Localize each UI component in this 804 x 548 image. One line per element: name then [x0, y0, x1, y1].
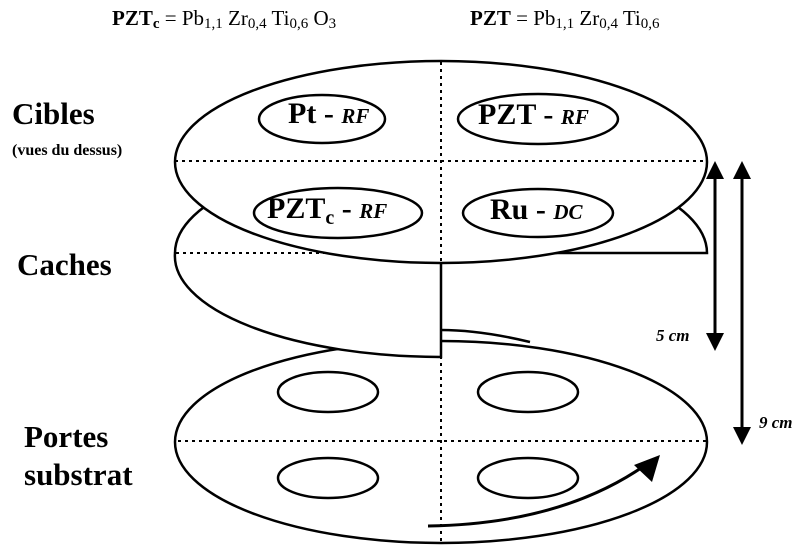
target-pzt-mode: RF — [560, 105, 589, 129]
formula-pzt-n1: 1,1 — [555, 16, 575, 32]
dimension-label-5cm: 5 cm — [656, 326, 690, 345]
rotation-arrowhead — [634, 455, 660, 482]
label-substrat: substrat — [24, 457, 133, 492]
label-caches: Caches — [17, 247, 112, 282]
formula-pzt-el2: Zr — [579, 6, 600, 30]
substrate-slot-bl — [276, 456, 380, 500]
target-pzt-name: PZT — [478, 98, 536, 131]
target-pt-sep: - — [316, 97, 342, 130]
formula-pzt-n3: 0,6 — [640, 16, 660, 32]
target-label-pztc: PZTc - RF — [267, 192, 387, 230]
formula-pztc: PZTc = Pb1,1 Zr0,4 Ti0,6 O3 — [112, 6, 337, 32]
target-pztc-name-sub: c — [325, 207, 335, 229]
target-label-pt: Pt - RF — [288, 97, 369, 131]
label-portes: Portes — [24, 419, 109, 454]
formula-pztc-n1: 1,1 — [204, 16, 223, 32]
target-ellipse-pzt — [456, 92, 620, 146]
formula-pztc-n4: 3 — [328, 16, 337, 32]
target-label-ru: Ru - DC — [490, 193, 583, 227]
target-pztc-sep: - — [334, 192, 360, 225]
formula-pzt-symbol: PZT — [470, 6, 511, 30]
substrate-slot-tl — [276, 370, 380, 414]
formula-pztc-symbol: PZT — [112, 6, 153, 30]
label-cibles-sub: (vues du dessus) — [12, 142, 123, 159]
target-pztc-mode: RF — [359, 199, 388, 223]
formula-pztc-n2: 0,4 — [247, 16, 267, 32]
formula-pzt-n2: 0,4 — [599, 16, 618, 32]
target-ru-sep: - — [528, 193, 554, 226]
formula-pztc-symbol-sub: c — [152, 16, 160, 32]
formula-pzt: PZT = Pb1,1 Zr0,4 Ti0,6 — [470, 6, 660, 32]
target-ru-mode: DC — [553, 200, 583, 224]
formula-pztc-el3: Ti — [271, 6, 290, 30]
formula-pztc-el4: O — [313, 6, 329, 30]
formula-pzt-el3: Ti — [622, 6, 641, 30]
target-ru-name: Ru — [490, 193, 529, 226]
rotation-arrow — [427, 464, 645, 528]
target-pt-name: Pt — [288, 97, 317, 130]
target-pt-mode: RF — [341, 104, 370, 128]
substrate-slot-tr — [476, 370, 580, 414]
target-ellipse-pztc — [252, 186, 424, 240]
target-label-pzt: PZT - RF — [478, 98, 589, 132]
formula-pztc-n3: 0,6 — [289, 16, 309, 32]
target-pztc-name: PZT — [267, 192, 326, 225]
target-ellipse-ru — [461, 187, 615, 239]
dimension-label-9cm: 9 cm — [759, 413, 793, 432]
formula-pztc-el2: Zr — [228, 6, 248, 30]
target-pzt-sep: - — [535, 98, 561, 131]
formula-pztc-el1: Pb — [181, 6, 205, 30]
target-ellipse-pt — [257, 93, 387, 145]
formula-pzt-el1: Pb — [533, 6, 556, 30]
shutter-cut-edge — [440, 328, 531, 344]
substrate-slot-br — [476, 456, 580, 500]
label-cibles: Cibles — [12, 96, 95, 131]
